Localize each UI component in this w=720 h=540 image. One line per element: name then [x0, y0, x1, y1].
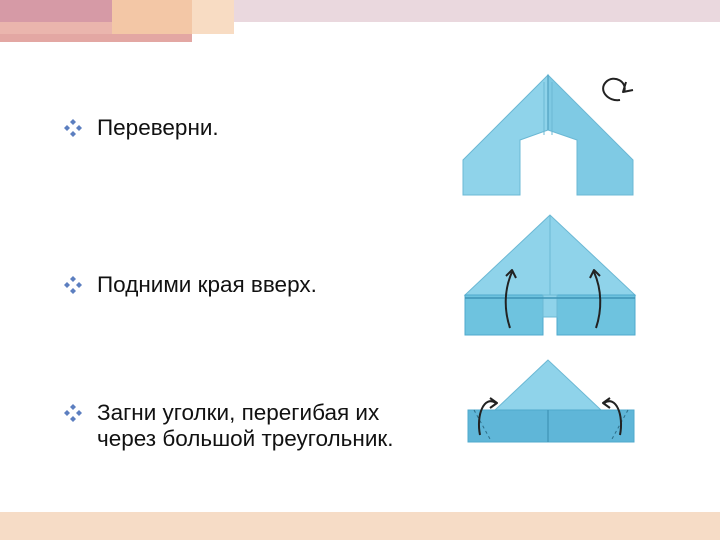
diamond-bullet-icon	[64, 119, 82, 137]
instruction-text: Загни уголки, перегибая их через большой…	[97, 400, 394, 451]
top-decor-block	[112, 0, 192, 34]
bottom-decor-band	[0, 512, 720, 540]
fold-arrow-icon	[478, 397, 498, 436]
instruction-step-3: Загни уголки, перегибая их через большой…	[62, 400, 437, 452]
fold-arrow-icon	[602, 397, 622, 436]
origami-lift-edges-image	[463, 214, 637, 336]
instruction-text: Переверни.	[97, 115, 219, 140]
instruction-step-2: Подними края вверх.	[62, 272, 442, 298]
rotate-arrow-icon	[602, 77, 634, 102]
origami-flip-image	[462, 73, 634, 196]
instruction-step-1: Переверни.	[62, 115, 442, 141]
origami-fold-corners-image	[467, 359, 635, 443]
diamond-bullet-icon	[64, 404, 82, 422]
top-decor-block	[0, 22, 112, 34]
instruction-text: Подними края вверх.	[97, 272, 317, 297]
top-decor-block	[192, 0, 234, 34]
arrow-up-icon	[504, 269, 517, 329]
top-decor-block	[0, 34, 192, 42]
top-decor-block	[0, 0, 112, 22]
arrow-up-icon	[589, 269, 602, 329]
diamond-bullet-icon	[64, 276, 82, 294]
